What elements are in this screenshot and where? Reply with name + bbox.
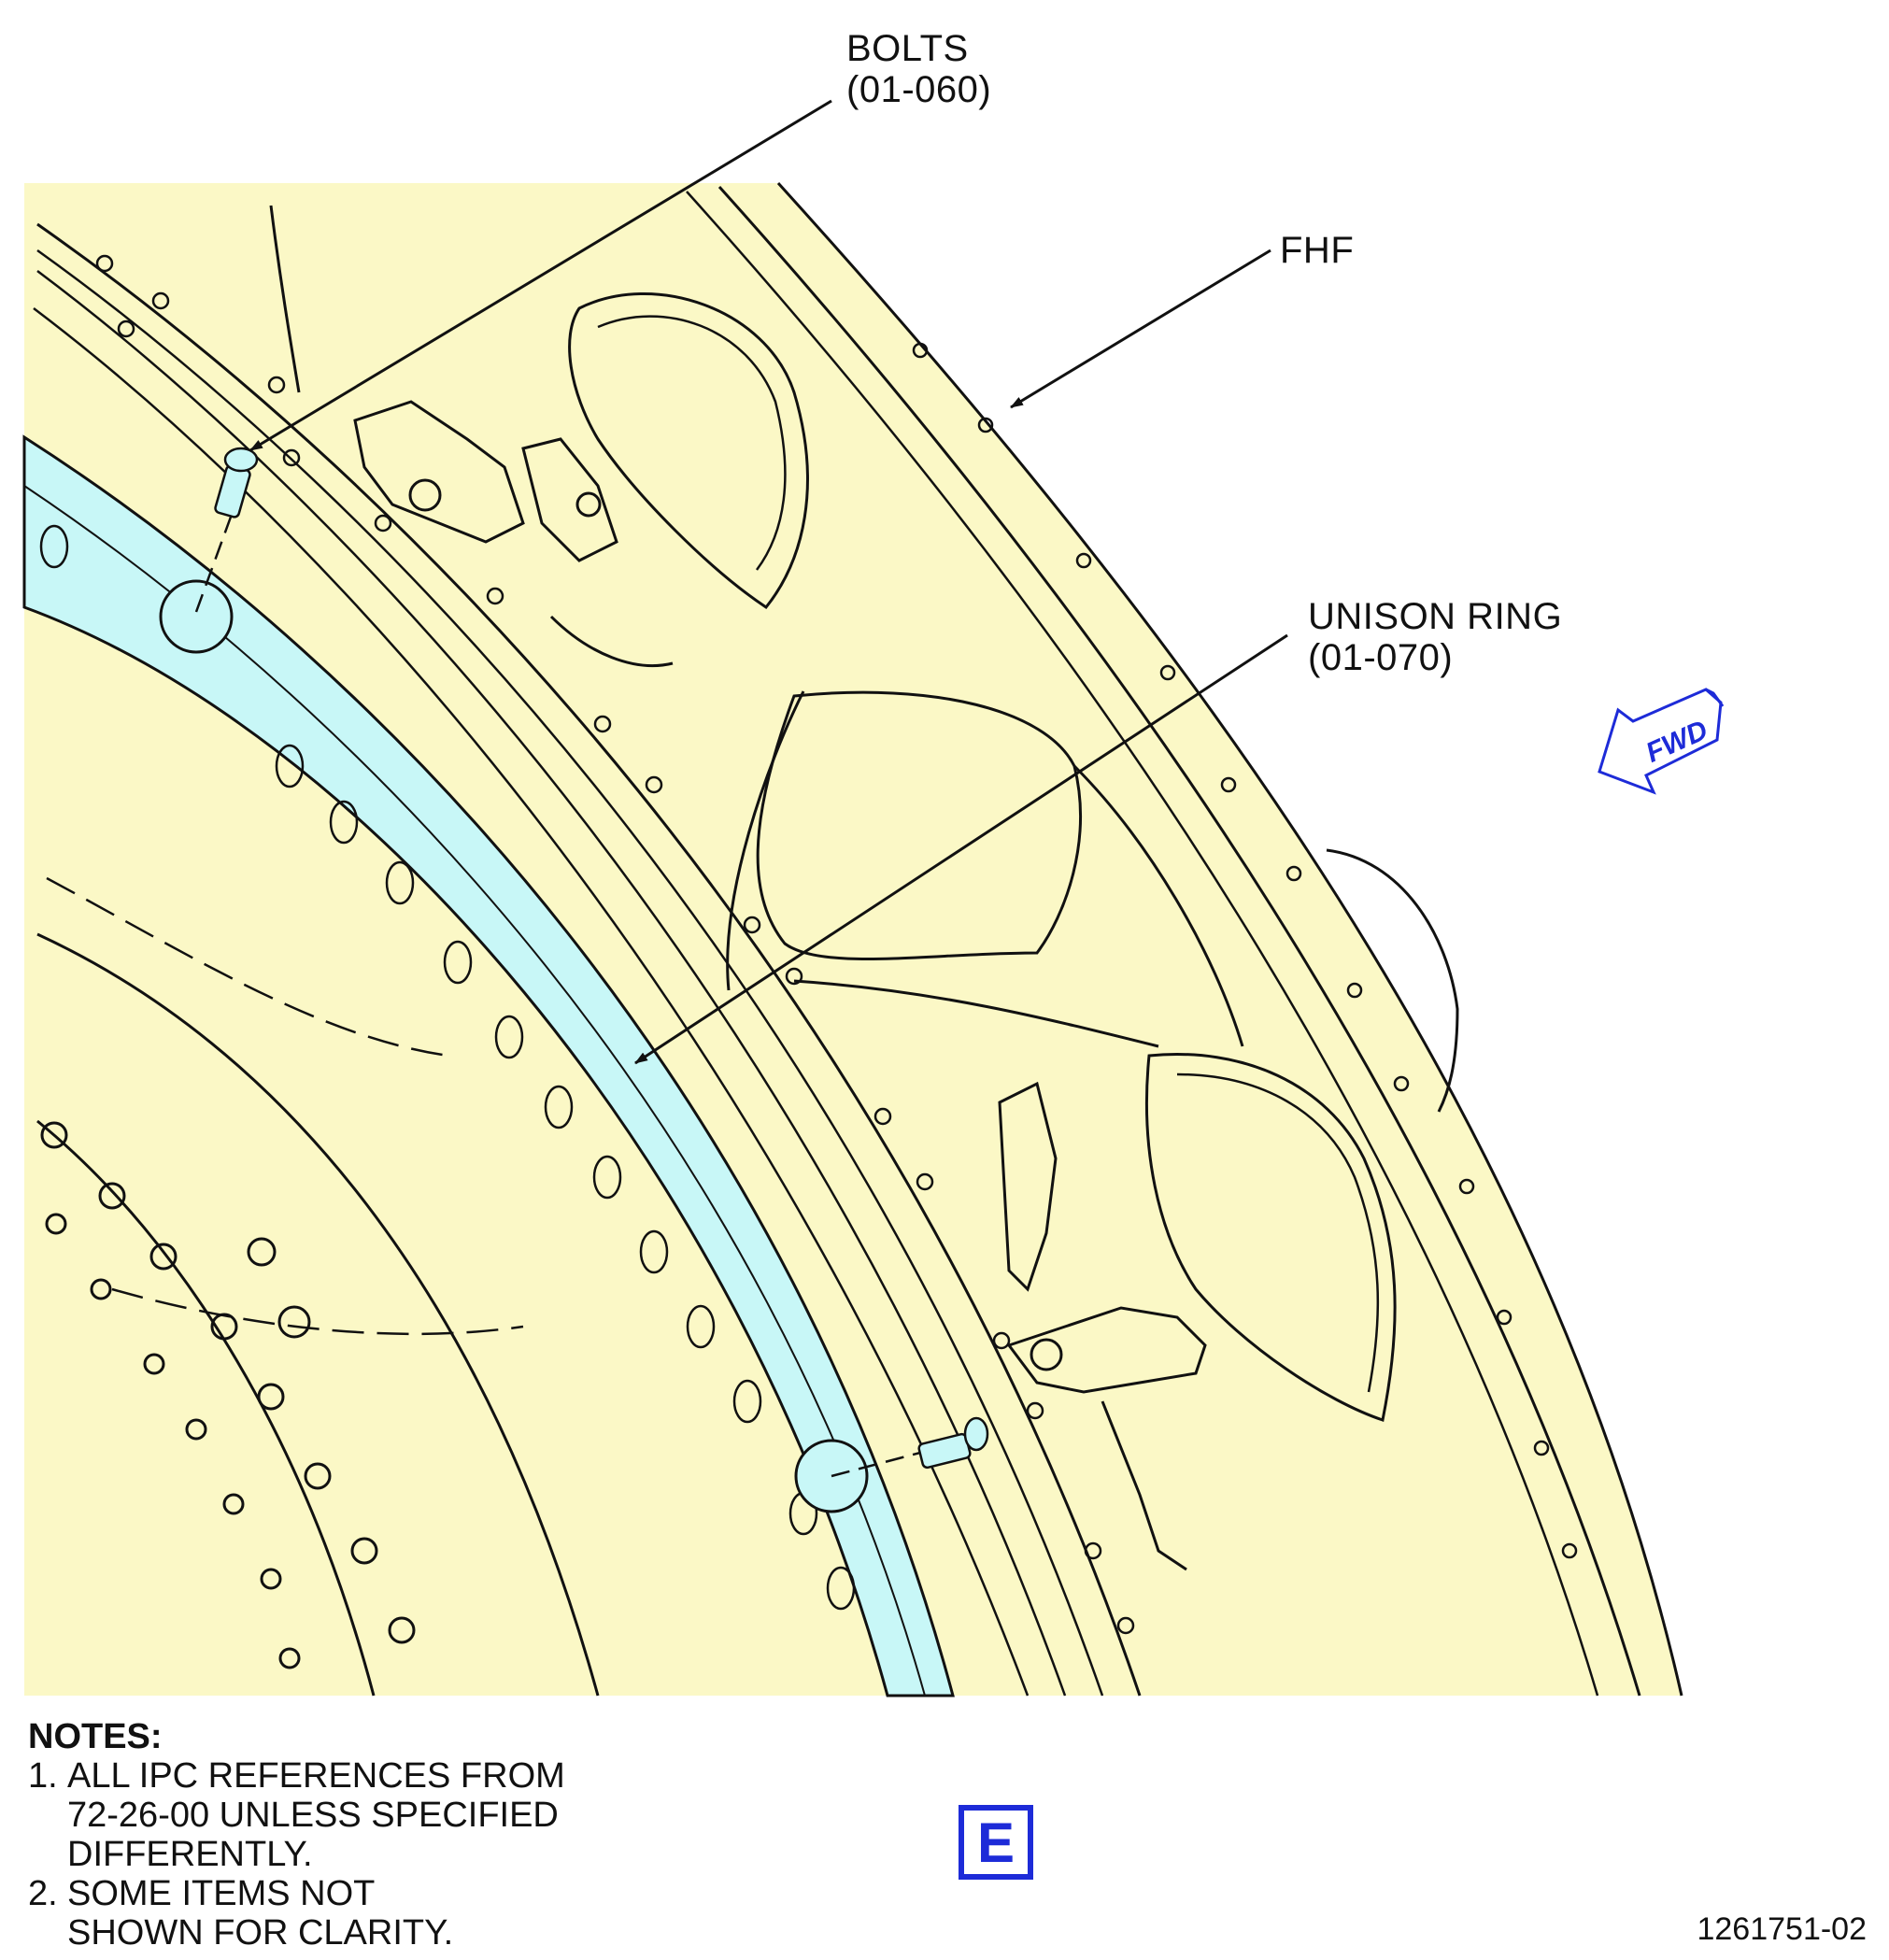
strut-line-2 xyxy=(726,690,805,991)
callout-bolts-ref: (01-060) xyxy=(846,69,992,110)
notes-block: NOTES: 1. ALL IPC REFERENCES FROM 72-26-… xyxy=(28,1717,565,1953)
outer-flange-bolts xyxy=(95,254,1578,1635)
view-label-box: E xyxy=(959,1805,1033,1880)
leader-fhf xyxy=(1010,249,1271,409)
strut-line-4 xyxy=(793,979,1159,1048)
vane-arm-lower xyxy=(998,1081,1207,1571)
hub-arc-dashed-2 xyxy=(111,1287,524,1336)
callout-bolts: BOLTS (01-060) xyxy=(846,28,991,110)
center-hex-cutout xyxy=(756,690,1082,961)
note-number: 2. xyxy=(28,1874,58,1913)
strut-line-1 xyxy=(269,205,301,393)
callout-fhf-name: FHF xyxy=(1280,230,1355,271)
lower-window-cutout xyxy=(1144,1053,1397,1422)
note-line: 72-26-00 UNLESS SPECIFIED xyxy=(67,1796,559,1835)
fhf-outer-edge xyxy=(776,181,1683,1697)
upper-window-inner xyxy=(597,315,787,571)
unison-ring xyxy=(22,434,955,1697)
hub-arc-inner xyxy=(36,1119,376,1697)
callout-fhf: FHF xyxy=(1280,230,1354,271)
fwd-direction-marker: FWD xyxy=(1598,688,1725,795)
leader-unison-ring xyxy=(634,633,1288,1065)
note-item: 2. SOME ITEMS NOT SHOWN FOR CLARITY. xyxy=(28,1874,565,1953)
note-number: 1. xyxy=(28,1756,58,1796)
note-line: SHOWN FOR CLARITY. xyxy=(67,1913,454,1953)
fhf-inner-ring-2 xyxy=(36,249,1104,1697)
leader-bolts xyxy=(249,99,832,452)
note-line: SOME ITEMS NOT xyxy=(67,1874,376,1913)
unison-ring-bushing-upper xyxy=(159,579,234,654)
lower-window-inner xyxy=(1176,1072,1380,1393)
fhf-background xyxy=(24,183,1682,1696)
bolt-lower xyxy=(831,1416,989,1478)
bolt-upper xyxy=(194,447,259,613)
fhf-outer-ring-1 xyxy=(717,185,1641,1697)
fhf-inner-ring-1 xyxy=(36,222,1142,1697)
hub-bolt-circle xyxy=(40,1121,416,1669)
vane-arm-upper xyxy=(353,400,674,668)
note-line: ALL IPC REFERENCES FROM xyxy=(67,1756,565,1796)
note-item: 1. ALL IPC REFERENCES FROM 72-26-00 UNLE… xyxy=(28,1756,565,1874)
callout-bolts-name: BOLTS xyxy=(846,28,969,69)
fhf-inner-ring-4 xyxy=(33,307,1030,1697)
hub-arc-outer xyxy=(36,932,600,1697)
upper-window-cutout xyxy=(568,292,809,610)
fhf-frame xyxy=(24,181,1683,1697)
fhf-outer-ring-2 xyxy=(686,191,1599,1697)
outer-boss xyxy=(1326,848,1459,1113)
view-label-text: E xyxy=(976,1811,1016,1874)
strut-line-3 xyxy=(1072,764,1244,1047)
unison-ring-band xyxy=(22,434,955,1697)
callout-unison-ring: UNISON RING (01-070) xyxy=(1308,596,1562,678)
notes-heading: NOTES: xyxy=(28,1717,163,1756)
note-line: DIFFERENTLY. xyxy=(67,1835,313,1874)
fwd-arrow-depth xyxy=(1705,688,1725,707)
fhf-inner-ring-3 xyxy=(36,270,1067,1697)
callout-unison-ring-name: UNISON RING xyxy=(1308,596,1563,637)
figure-id: 1261751-02 xyxy=(1697,1911,1867,1947)
hub-arc-dashed-1 xyxy=(46,876,449,1058)
callout-unison-ring-ref: (01-070) xyxy=(1308,637,1454,678)
